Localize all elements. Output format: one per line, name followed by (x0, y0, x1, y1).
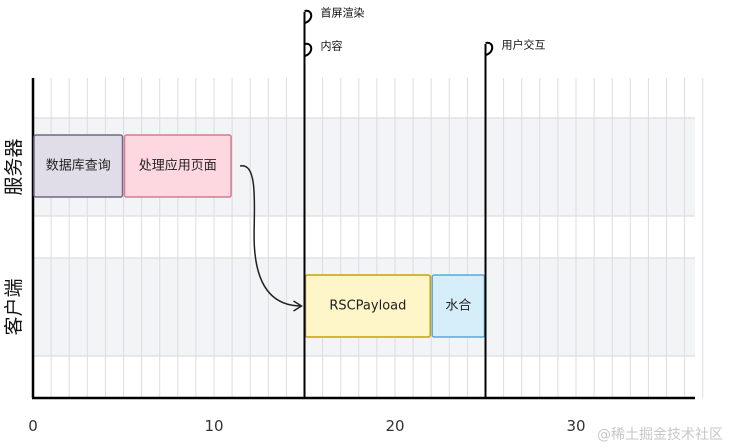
task-label-process: 处理应用页面 (139, 158, 217, 174)
milestone-flag (485, 41, 494, 56)
lane-label: 服务器 (3, 138, 25, 195)
milestone-label: 首屏渲染 (321, 6, 365, 20)
milestone-flag (304, 42, 313, 57)
watermark: @稀土掘金技术社区 (597, 427, 723, 443)
lane-label: 客户端 (3, 278, 25, 335)
x-tick-label: 10 (204, 417, 223, 435)
x-tick-label: 0 (28, 417, 38, 435)
task-bar-process (123, 134, 232, 198)
flow-arrow (239, 165, 303, 312)
task-bar-db (33, 134, 124, 198)
x-tick-label: 20 (385, 417, 404, 435)
milestone-flag (304, 9, 313, 24)
task-label-rsc: RSCPayload (329, 299, 406, 314)
task-label-db: 数据库查询 (46, 158, 111, 174)
task-label-hydrate: 水合 (445, 299, 471, 314)
milestone-label: 用户交互 (502, 38, 546, 52)
x-tick-label: 30 (566, 417, 585, 435)
milestone-label: 内容 (321, 39, 343, 53)
